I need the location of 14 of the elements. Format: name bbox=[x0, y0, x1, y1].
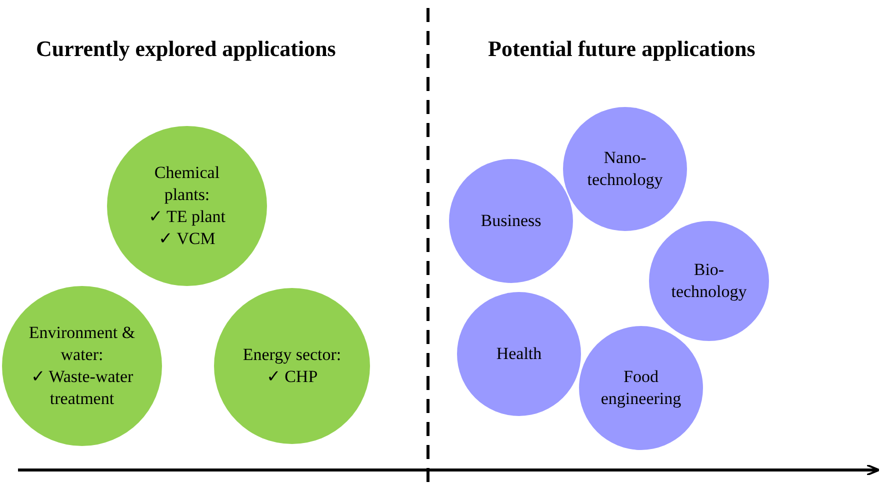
checklist-item: ✓ TE plant bbox=[148, 206, 226, 228]
circle-heading: Chemical plants: bbox=[153, 162, 221, 206]
checklist-item: ✓ VCM bbox=[158, 228, 216, 250]
section-heading: Currently explored applications bbox=[36, 36, 336, 62]
section-heading: Potential future applications bbox=[488, 36, 756, 62]
checklist-item: ✓ CHP bbox=[266, 366, 318, 388]
circle-label: Business bbox=[480, 210, 542, 232]
checklist-item: ✓ Waste-water treatment bbox=[30, 366, 134, 410]
circle-heading: Environment & water: bbox=[28, 322, 136, 366]
circle-label: Food engineering bbox=[600, 366, 682, 410]
circle-heading: Energy sector: bbox=[242, 344, 342, 366]
circle-label: Bio- technology bbox=[670, 258, 748, 303]
circle-label: Health bbox=[496, 342, 542, 365]
circle-label: Nano- technology bbox=[586, 146, 664, 191]
